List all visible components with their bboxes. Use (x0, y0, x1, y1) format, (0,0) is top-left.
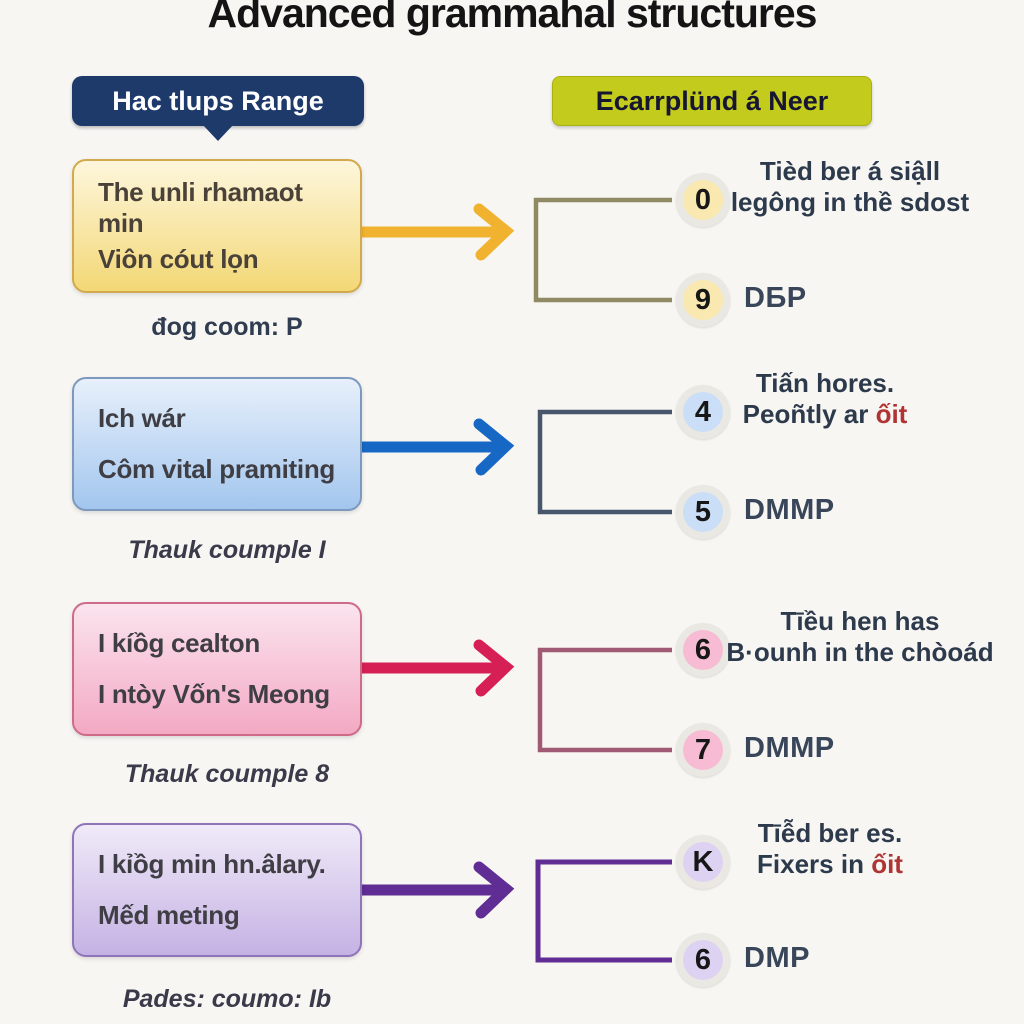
badge-4-label-line2-text: Peoñtly ar (742, 399, 876, 429)
badge-7-label: DMMP (744, 732, 835, 764)
badge-6-label-line1: Tīều hen has (780, 606, 940, 636)
bracket-row1 (533, 197, 672, 303)
left-column-header: Hac tlups Range (72, 76, 364, 141)
arrow-row1 (356, 203, 515, 261)
badge-5-label: DMMP (744, 494, 835, 526)
topic-box-4: I kỉồg min hn.âlary. Mếd meting (72, 823, 362, 957)
badge-6b-label: DMP (744, 942, 810, 974)
badge-6b: 6 (676, 933, 730, 987)
topic-box-3-line1: I kíồg cealton (98, 628, 260, 658)
topic-box-4-line2: Mếd meting (98, 900, 240, 930)
topic-box-2-line2: Côm vital pramiting (98, 454, 335, 484)
topic-box-1-line1: The unli rhamaot min (98, 177, 303, 239)
badge-0-label: Tièd ber á siậll legông in thề sdost (690, 156, 1010, 218)
badge-0: 0 (676, 173, 730, 227)
topic-box-2: Ich wár Côm vital pramiting (72, 377, 362, 511)
badge-4: 4 (676, 385, 730, 439)
badge-7: 7 (676, 723, 730, 777)
topic-box-1-line2: Viôn cóut lọn (98, 243, 259, 274)
bracket-row2 (537, 409, 672, 515)
badge-5-value: 5 (683, 492, 723, 532)
right-column-header-label: Ecarrplünd á Neer (595, 85, 829, 116)
badge-k-value: K (683, 842, 723, 882)
badge-k-label: Tīễd ber es. Fixers in ốit (690, 818, 970, 880)
badge-0-label-line2-text: legông in thề sdost (730, 187, 970, 217)
speech-bubble-tail (202, 124, 234, 141)
badge-0-label-line1: Tièd ber á siậll (759, 156, 941, 186)
topic-box-3-line2: I ntòy Vốn's Meong (98, 679, 330, 709)
badge-6: 6 (676, 623, 730, 677)
left-column-header-label: Hac tlups Range (112, 85, 324, 116)
badge-0-value: 0 (683, 180, 723, 220)
topic-caption-1: đog coom: P (151, 313, 303, 341)
badge-6-label-line2: B·ounh in the chòoád (700, 637, 1020, 668)
topic-box-4-line1: I kỉồg min hn.âlary. (98, 849, 326, 879)
arrow-row4 (356, 861, 515, 919)
topic-box-2-line1: Ich wár (98, 403, 186, 433)
topic-caption-4: Pades: coumo: Ib (122, 985, 332, 1013)
badge-9-value: 9 (683, 280, 723, 320)
badge-4-label-line2: Peoñtly ar ốit (690, 399, 960, 430)
badge-4-label-line2-red: ốit (875, 399, 908, 429)
arrow-row3 (356, 639, 515, 697)
badge-6-label: Tīều hen has B·ounh in the chòoád (700, 606, 1020, 668)
badge-k: K (676, 835, 730, 889)
badge-7-value: 7 (683, 730, 723, 770)
page-title: Advanced grammahal structures (207, 0, 817, 36)
badge-k-label-line2: Fixers in ốit (690, 849, 970, 880)
topic-caption-3: Thauk coumple 8 (124, 760, 330, 788)
badge-k-label-line1: Tīễd ber es. (757, 818, 903, 848)
badge-k-label-line2-red: ốit (871, 849, 903, 879)
badge-4-label-line1: Tiấn hores. (755, 368, 895, 398)
topic-box-3: I kíồg cealton I ntòy Vốn's Meong (72, 602, 362, 736)
badge-6-label-line2-text: B·ounh in the chòoád (726, 637, 994, 667)
topic-caption-2: Thauk coumple I (128, 536, 326, 564)
bracket-row3 (537, 647, 672, 753)
right-column-header: Ecarrplünd á Neer (552, 76, 872, 126)
bracket-row4 (535, 859, 672, 963)
badge-0-label-line2: legông in thề sdost (690, 187, 1010, 218)
badge-k-label-line2-text: Fixers in (757, 849, 872, 879)
topic-box-1: The unli rhamaot min Viôn cóut lọn (72, 159, 362, 293)
arrow-row2 (356, 418, 515, 476)
badge-9-label: DБP (744, 282, 807, 314)
badge-4-value: 4 (683, 392, 723, 432)
badge-6-value: 6 (683, 630, 723, 670)
badge-5: 5 (676, 485, 730, 539)
badge-6b-value: 6 (683, 940, 723, 980)
badge-9: 9 (676, 273, 730, 327)
badge-4-label: Tiấn hores. Peoñtly ar ốit (690, 368, 960, 430)
